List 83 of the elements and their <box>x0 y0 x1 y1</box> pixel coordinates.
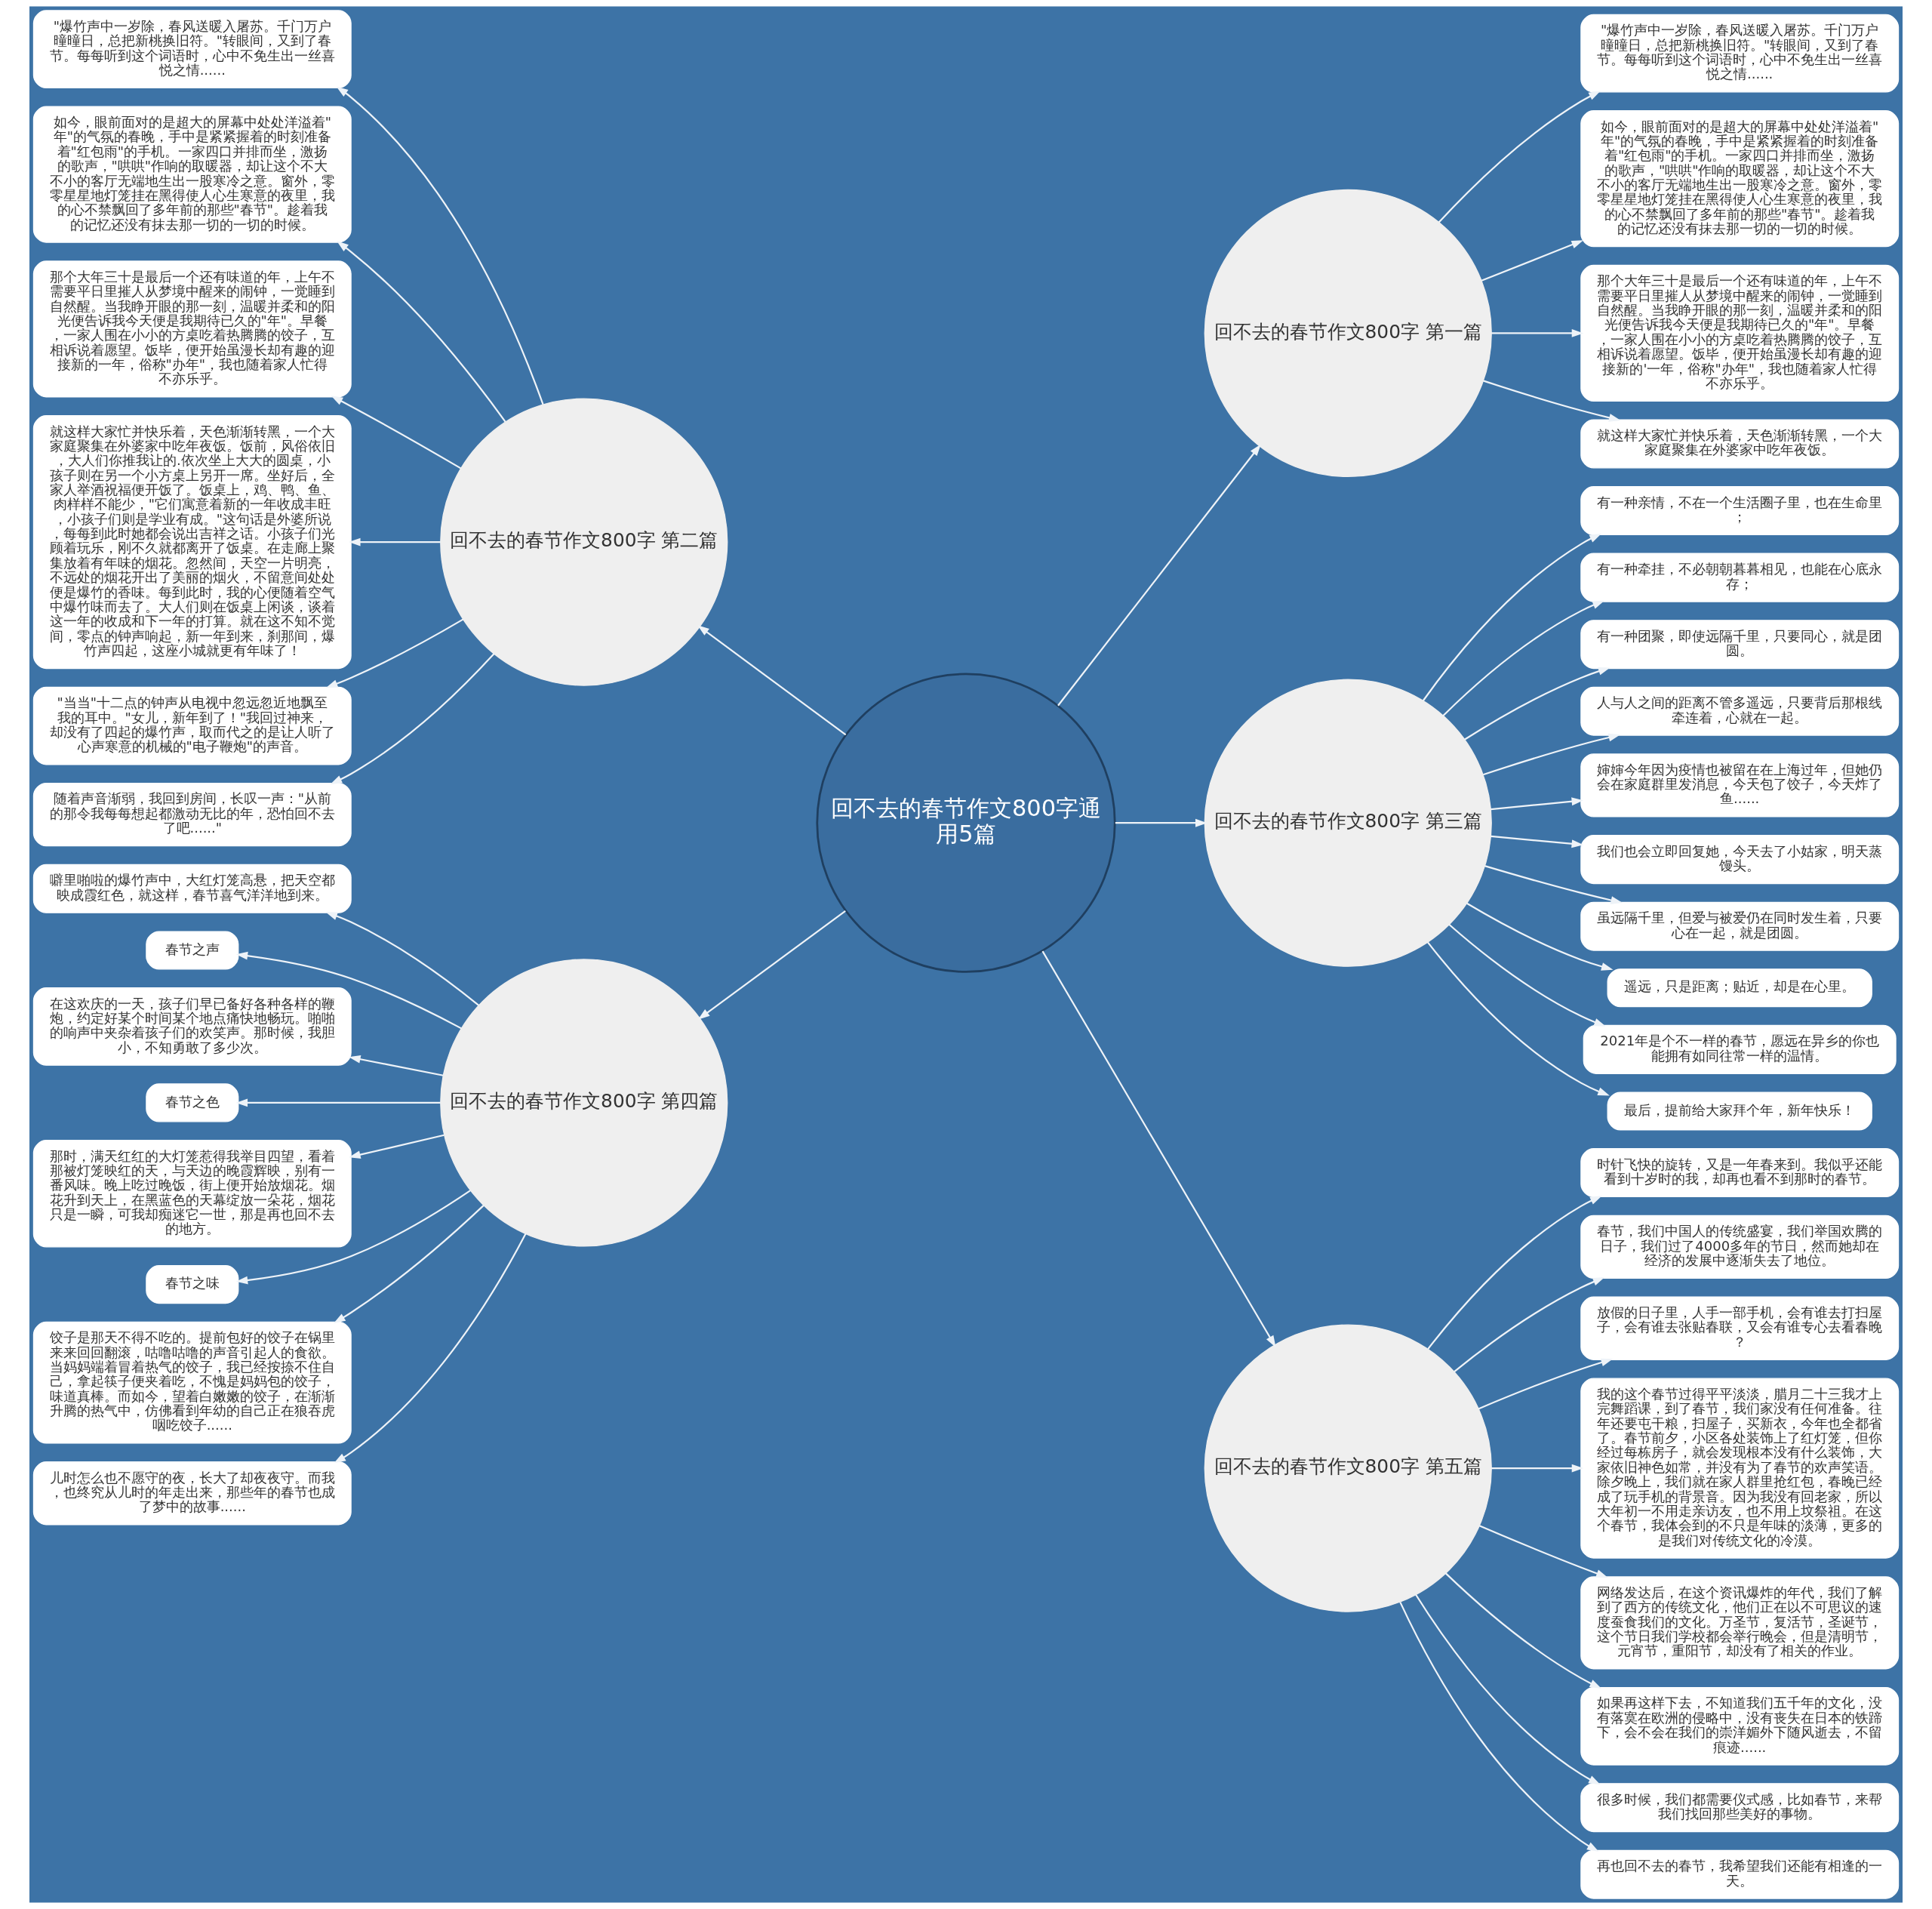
node-box: 春节之色 <box>146 1083 239 1122</box>
node-box: 春节之味 <box>146 1265 239 1304</box>
node-box: 随着声音渐弱，我回到房间，长叹一声："从前的那令我每每想起都激动无比的年，恐怕回不去了吧......" <box>32 782 352 847</box>
arrow <box>1415 1593 1601 1785</box>
node-box: 再也回不去的春节，我希望我们还能有相逢的一天。 <box>1580 1849 1900 1899</box>
arrow <box>1426 941 1610 1096</box>
node-box: 很多时候，我们都需要仪式感，比如春节，来帮我们找回那些美好的事物。 <box>1580 1783 1900 1833</box>
arrow <box>325 618 464 688</box>
arrow <box>1399 1601 1599 1852</box>
arrow <box>1427 1196 1602 1350</box>
node-box: 那个大年三十是最后一个还有味道的年，上午不需要平日里摧人从梦境中醒来的闹钟，一觉睡到自然醒。当我睁开眼的那一刻，温暖并柔和的阳光便告诉我今天便是我期待已久的"年"。早餐，一家人围在小小的方桌吃着热腾腾的饺子，互相诉说着愿望。饭毕，便开始虽漫长却有趣的迎接新的一年，俗称"办年"，我也随着家人忙得不亦乐乎。 <box>32 260 352 398</box>
arrow <box>1041 950 1276 1347</box>
arrow <box>349 1055 444 1076</box>
arrow <box>331 396 462 470</box>
node-box: "当当"十二点的钟声从电视中忽远忽近地飘至我的耳中。"女儿，新年到了！"我回过神来，却没有了四起的爆竹声，取而代之的是让人听了心声寒意的机械的"电子鞭炮"的声音。 <box>32 686 352 765</box>
node-box: 有一种牵挂，不必朝朝暮暮相见，也能在心底永存； <box>1580 553 1900 602</box>
node-box: 饺子是那天不得不吃的。提前包好的饺子在锅里来来回回翻滚，咕噜咕噜的声音引起人的食欲。当妈妈端着冒着热气的饺子，我已经按捺不住自己，拿起筷子便夹着吃，不愧是妈妈包的饺子，味道真棒。而如今，望着白嫩嫩的饺子，在渐渐升腾的热气中，仿佛看到年幼的自己正在狼吞虎咽吃饺子...... <box>32 1321 352 1444</box>
arrow <box>1422 534 1601 701</box>
arrow <box>330 653 495 784</box>
node-box: 我们也会立即回复她，今天去了小姑家，明天蒸馒头。 <box>1580 835 1900 885</box>
node-box: 遥远，只是距离；贴近，却是在心里。 <box>1607 968 1872 1008</box>
arrow <box>349 1134 445 1159</box>
node-box: 就这样大家忙并快乐着，天色渐渐转黑，一个大家庭聚集在外婆家中吃年夜饭。 <box>1580 419 1900 469</box>
node-box: 婶婶今年因为疫情也被留在在上海过年，但她仍会在家庭群里发消息，今天包了饺子，今天炸了鱼...... <box>1580 753 1900 817</box>
arrow <box>1481 240 1584 282</box>
arrow <box>325 912 480 1006</box>
node-box: 春节，我们中国人的传统盛宴，我们举国欢腾的日子，我们过了4000多年的节日，然而她却在经济的发展中逐渐失去了地位。 <box>1580 1215 1900 1279</box>
node-box: 就这样大家忙并快乐着，天色渐渐转黑，一个大家庭聚集在外婆家中吃年夜饭。饭前，风俗依旧，大人们你推我让的.依次坐上大大的圆桌，小孩子则在另一个小方桌上另开一席。坐好后，全家人举酒祝福便开饭了。饭桌上，鸡、鸭、鱼、肉样样不能少，"它们寓意着新的一年收成丰旺，小孩子们则是学业有成。"这句话是外婆所说，每每到此时她都会说出吉祥之话。小孩子们光顾着玩乐，刚不久就都离开了饭桌。在走廊上聚集放着有年味的烟花。忽然间，天空一片明亮，不远处的烟花开出了美丽的烟火，不留意间处处便是爆竹的香味。每到此时，我的心便随着空气中爆竹味而去了。大人们则在饭桌上闲谈，谈着这一年的收成和下一年的打算。就在这不知不觉间，零点的钟声响起，新一年到来，刹那间，爆竹声四起，这座小城就更有年味了！ <box>32 415 352 670</box>
arrow <box>1448 923 1606 1027</box>
arrow <box>697 625 847 736</box>
arrow <box>1115 818 1208 827</box>
node-circle: 回不去的春节作文800字通用5篇 <box>816 673 1116 973</box>
arrow <box>337 241 506 423</box>
arrow <box>1482 733 1620 776</box>
arrow <box>1442 600 1604 716</box>
node-box: 放假的日子里，人手一部手机，会有谁去打扫屋子，会有谁去张贴春联，又会有谁专心去看春晚？ <box>1580 1296 1900 1360</box>
node-circle: 回不去的春节作文800字 第二篇 <box>440 398 728 686</box>
node-box: 网络发达后，在这个资讯爆炸的年代，我们了解到了西方的传统文化，他们正在以不可思议的速度蚕食我们的文化。万圣节，复活节，圣诞节，这个节日我们学校都会举行晚会，但是清明节，元宵节，重阳节，却没有了相关的作业。 <box>1580 1576 1900 1670</box>
arrow <box>1466 902 1614 971</box>
arrow <box>336 86 544 405</box>
node-box: 在这欢庆的一天，孩子们早已备好各种各样的鞭炮，约定好某个时间某个地点痛快地畅玩。啪啪的响声中夹杂着孩子们的欢笑声。那时候，我胆小，不知勇敢了多少次。 <box>32 987 352 1066</box>
arrow <box>235 1098 441 1107</box>
node-box: "爆竹声中一岁除，春风送暖入屠苏。千门万户曈曈日，总把新桃换旧符。"转眼间，又到了春节。每每听到这个词语时，心中不免生出一丝喜悦之情...... <box>32 10 352 89</box>
node-box: 噼里啪啦的爆竹声中，大红灯笼高悬，把天空都映成霞红色，就这样，春节喜气洋洋地到来。 <box>32 864 352 913</box>
node-circle: 回不去的春节作文800字 第一篇 <box>1204 189 1492 478</box>
node-circle: 回不去的春节作文800字 第四篇 <box>440 959 728 1247</box>
arrow <box>1491 329 1584 337</box>
node-box: 儿时怎么也不愿守的夜，长大了却夜夜守。而我，也终究从儿时的年走出来，那些年的春节也成了梦中的故事...... <box>32 1461 352 1526</box>
arrow <box>1464 667 1611 741</box>
node-box: 如果再这样下去，不知道我们五千年的文化，没有落寞在欧洲的侵略中，没有丧失在日本的铁蹄下，会不会在我们的崇洋媚外下随风逝去，不留痕迹...... <box>1580 1686 1900 1766</box>
node-box: 有一种团聚，即使远隔千里，只要同心，就是团圆。 <box>1580 620 1900 670</box>
arrow <box>1491 797 1584 811</box>
arrow <box>334 1233 527 1464</box>
arrow <box>235 1190 471 1285</box>
arrow <box>1438 91 1601 223</box>
node-circle: 回不去的春节作文800字 第三篇 <box>1204 679 1492 967</box>
node-box: 时针飞快的旋转，又是一年春来到。我似乎还能看到十岁时的我，却再也看不到那时的春节。 <box>1580 1148 1900 1198</box>
node-box: "爆竹声中一岁除，春风送暖入屠苏。千门万户曈曈日，总把新桃换旧符。"转眼间，又到了春节。每每听到这个词语时，心中不免生出一丝喜悦之情...... <box>1580 14 1900 93</box>
arrow <box>1057 444 1261 707</box>
arrow <box>697 910 846 1020</box>
arrow <box>1454 1277 1605 1373</box>
node-box: 虽远隔千里，但爱与被爱仍在同时发生着，只要心在一起，就是团圆。 <box>1580 901 1900 951</box>
arrow <box>1491 835 1584 848</box>
arrow <box>1478 1358 1614 1410</box>
arrow <box>1491 1464 1584 1473</box>
arrow <box>349 537 441 547</box>
node-box: 我的这个春节过得平平淡淡，腊月二十三我才上完舞蹈课，到了春节，我们家没有任何准备。往年还要屯干粮，扫屋子，买新衣，今年也全都省了。春节前夕，小区各处装饰上了红灯笼，但你经过每栋房子，就会发现根本没有什么装饰，大家依旧神色如常，并没有为了春节的欢声笑语。除夕晚上，我们就在家人群里抢红包，春晚已经成了玩手机的背景音。因为我没有回老家，所以大年初一不用走亲访友，也不用上坟祭祖。在这个春节，我体会到的不只是年味的淡薄，更多的是我们对传统文化的冷漠。 <box>1580 1378 1900 1559</box>
node-circle: 回不去的春节作文800字 第五篇 <box>1204 1324 1492 1612</box>
arrow <box>1478 1525 1608 1578</box>
arrow <box>1483 380 1621 422</box>
node-box: 春节之声 <box>146 931 239 970</box>
node-box: 如今，眼前面对的是超大的屏幕中处处洋溢着"年"的气氛的春晚，手中是紧紧握着的时刻准备着"红包雨"的手机。一家四口并排而坐，激扬的歌声，"哄哄"作响的取暖器，却让这个不大不小的客厅无端地生出一股寒冷之意。窗外，零零星星地灯笼挂在黑得使人心生寒意的夜里，我的心不禁飘回了多年前的那些"春节"。趁着我的记忆还没有抹去那一切的一切的时候。 <box>1580 110 1900 248</box>
node-box: 最后，提前给大家拜个年，新年快乐！ <box>1607 1092 1872 1131</box>
node-box: 2021年是个不一样的春节，愿远在异乡的你也能拥有如同往常一样的温情。 <box>1583 1024 1897 1074</box>
arrow <box>1484 865 1623 904</box>
node-box: 人与人之间的距离不管多遥远，只要背后那根线牵连着，心就在一起。 <box>1580 686 1900 736</box>
node-box: 如今，眼前面对的是超大的屏幕中处处洋溢着"年"的气氛的春晚，手中是紧紧握着的时刻准备着"红包雨"的手机。一家四口并排而坐，激扬的歌声，"哄哄"作响的取暖器，却让这个不大不小的客厅无端地生出一股寒冷之意。窗外，零零星星地灯笼挂在黑得使人心生寒意的夜里，我的心不禁飘回了多年前的那些"春节"。趁着我的记忆还没有抹去那一切的一切的时候。 <box>32 106 352 243</box>
node-box: 有一种亲情，不在一个生活圈子里，也在生命里； <box>1580 486 1900 536</box>
arrow <box>1444 1572 1602 1689</box>
arrow <box>334 1205 485 1324</box>
node-box: 那个大年三十是最后一个还有味道的年，上午不需要平日里摧人从梦境中醒来的闹钟，一觉睡到自然醒。当我睁开眼的那一刻，温暖并柔和的阳光便告诉我今天便是我期待已久的"年"。早餐，一家人围在小小的方桌吃着热腾腾的饺子，互相诉说着愿望。饭毕，便开始虽漫长却有趣的迎接新的'一年，俗称"办年"，我也随着家人忙得不亦乐乎。 <box>1580 264 1900 402</box>
node-box: 那时，满天红红的大灯笼惹得我举目四望，看着那被灯笼映红的天，与天边的晚霞辉映，别有一番风味。晚上吃过晚饭，街上便开始放烟花。烟花升到天上，在黑蓝色的天幕绽放一朵花，烟花只是一瞬，可我却痴迷它一世，那是再也回不去的地方。 <box>32 1140 352 1248</box>
arrow <box>235 951 462 1030</box>
